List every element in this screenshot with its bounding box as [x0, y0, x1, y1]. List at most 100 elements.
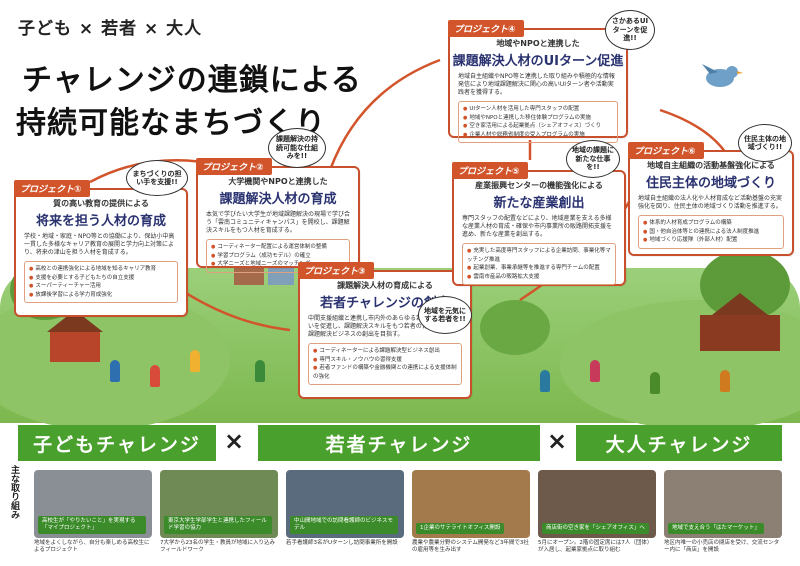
project-card-1[interactable]: プロジェクト① 質の高い教育の提供による 将来を担う人材の育成 学校・地域・家庭… — [14, 180, 188, 317]
project-heading: 課題解決人材のUIターン促進 — [452, 54, 624, 69]
list-item: コーディネーターによる課題解決型ビジネス創出 — [313, 347, 457, 356]
project-description: 学校・地域・家庭・NPO等との協働により、保幼小中高一貫した多様なキャリア教育の… — [24, 233, 175, 257]
project-heading: 若者チャレンジの創出 — [320, 296, 450, 311]
photo-card[interactable]: 高校生が「やりたいこと」を実現する「マイプロジェクト」 — [34, 470, 152, 538]
speech-bubble: まちづくりの担い手を支援!! — [126, 160, 188, 196]
list-item: 雲南市産品の販路拡大支援 — [467, 273, 611, 282]
page-title-line1: チャレンジの連鎖による — [22, 63, 362, 98]
list-item: 学習プログラム（成功モデル）の確立 — [211, 252, 345, 261]
project-card-6[interactable]: プロジェクト⑥ 地域自主組織の活動基盤強化による 住民主体の地域づくり 地域自主… — [628, 142, 794, 256]
photo-card[interactable]: 中山間地域での訪問看護師のビジネスモデル — [286, 470, 404, 538]
project-tag: プロジェクト④ — [448, 20, 524, 37]
photo-label: 東京大学生学部学生と連携したフィールド学習の協力 — [164, 515, 272, 534]
project-description: 本気で学びたい大学生が地域課題解決の現場で学び合う「雲南コミュニティキャンパス」… — [206, 211, 351, 235]
project-tag: プロジェクト⑥ — [628, 142, 704, 159]
person-figure — [110, 360, 120, 382]
house — [50, 330, 100, 362]
project-description: 地域自主組織の法人化や人材育成など活動基盤の充実強化を図り、住民主体の地域づくり… — [638, 195, 783, 211]
project-card-5[interactable]: プロジェクト⑤ 産業振興センターの機能強化による 新たな産業創出 専門スタッフの… — [452, 162, 626, 286]
project-tag: プロジェクト① — [14, 180, 90, 197]
banner-youth: 若者チャレンジ — [258, 425, 540, 461]
speech-bubble: 地域の課題に新たな仕事を!! — [566, 140, 620, 178]
project-tag: プロジェクト② — [196, 158, 272, 175]
photo-caption: 若手看護師3名がUターンし訪問事業所を開設 — [286, 540, 398, 546]
photo-caption: 7大学から23名の学生・教員が地域に入り込みフィールドワーク — [160, 540, 275, 554]
photo-caption: 地域をよくしながら、自分も楽しめる高校生によるプロジェクト — [34, 540, 150, 554]
project-card-4[interactable]: プロジェクト④ 地域やNPOと連携した 課題解決人材のUIターン促進 地域自主組… — [448, 20, 628, 144]
person-figure — [650, 372, 660, 394]
banner-children: 子どもチャレンジ — [18, 425, 216, 461]
photo-label: 中山間地域での訪問看護師のビジネスモデル — [290, 515, 398, 534]
project-heading: 課題解決人材の育成 — [219, 192, 337, 207]
person-figure — [255, 360, 265, 382]
list-item: 企業人材や総務省制度の受入プログラムの実施 — [463, 131, 613, 140]
project-subtitle: 質の高い教育の提供による — [53, 199, 149, 208]
person-figure — [190, 350, 200, 372]
bird-icon — [702, 64, 743, 87]
list-item: 地域づくり応援隊（外部人材）配置 — [643, 236, 779, 245]
list-item: 体系的人材育成プログラムの構築 — [643, 219, 779, 228]
list-item: UIターン人材を活用した専門スタッフの配置 — [463, 105, 613, 114]
kicker-text: 子ども × 若者 × 大人 — [18, 19, 203, 39]
list-item: 大学ニーズと地域ニーズのマッチング — [211, 260, 345, 269]
list-item: コーディネーター配置による運営体制の整備 — [211, 243, 345, 252]
house — [700, 315, 780, 351]
project-description: 中間支援組織と連携し市内外のあらゆる若者の関わり合いを促進し、課題解決スキルをも… — [308, 315, 459, 339]
project-subtitle: 産業振興センターの機能強化による — [475, 181, 603, 190]
speech-bubble: さかあるUIターンを促進!! — [605, 10, 655, 50]
person-figure — [720, 370, 730, 392]
project-subtitle: 大学機関やNPOと連携した — [228, 177, 328, 186]
project-subtitle: 地域自主組織の活動基盤強化による — [647, 161, 775, 170]
photo-card[interactable]: 東京大学生学部学生と連携したフィールド学習の協力 — [160, 470, 278, 538]
speech-bubble: 住民主体の地域づくり!! — [738, 124, 792, 162]
list-item: 起業創業、事業承継等を推進する専門チームの配置 — [467, 264, 611, 273]
cross-symbol: × — [547, 427, 568, 455]
list-item: 放課後学習による学力育成強化 — [29, 291, 173, 300]
side-label: 主な取り組み — [9, 465, 19, 519]
project-card-3[interactable]: プロジェクト③ 課題解決人材の育成による 若者チャレンジの創出 中間支援組織と連… — [298, 262, 472, 399]
person-figure — [150, 365, 160, 387]
project-subtitle: 地域やNPOと連携した — [496, 39, 580, 48]
photo-card[interactable]: 地域で支え合う「はたマーケット」 — [664, 470, 782, 538]
project-item-list: 充実した高度専門スタッフによる企業訪問、事業化等マッチング推進 起業創業、事業承… — [462, 243, 616, 286]
project-item-list: コーディネーターによる課題解決型ビジネス創出 専門スキル・ノウハウの習得支援 若… — [308, 343, 462, 386]
project-item-list: 高校との連携強化による地域を知るキャリア教育 支援を必要とする子どもたちの自立支… — [24, 261, 178, 304]
list-item: 国・他自治体等との連携による法人制度推進 — [643, 228, 779, 237]
project-tag: プロジェクト⑤ — [452, 162, 528, 179]
photo-label: 1企業のサテライトオフィス開設 — [416, 522, 505, 534]
project-heading: 将来を担う人材の育成 — [35, 214, 166, 229]
speech-bubble: 地域を元気にする若者を!! — [418, 296, 472, 334]
person-figure — [540, 370, 550, 392]
photo-caption: 5月にオープン。2階の固定席には7人（団体）が入居し、起業家拠点に取り組む — [538, 540, 653, 554]
cross-symbol: × — [224, 427, 245, 455]
list-item: 専門スキル・ノウハウの習得支援 — [313, 356, 457, 365]
project-tag: プロジェクト③ — [298, 262, 374, 279]
project-card-2[interactable]: プロジェクト② 大学機関やNPOと連携した 課題解決人材の育成 本気で学びたい大… — [196, 158, 360, 273]
speech-bubble: 課題解決の持続可能な仕組みを!! — [268, 128, 326, 168]
list-item: 充実した高度専門スタッフによる企業訪問、事業化等マッチング推進 — [467, 247, 611, 264]
list-item: スーパーティーチャー活用 — [29, 282, 173, 291]
list-item: 地域やNPOと連携した移住体験プログラムの実施 — [463, 114, 613, 123]
photo-label: 地域で支え合う「はたマーケット」 — [668, 522, 764, 534]
house-roof — [712, 293, 768, 315]
project-description: 専門スタッフの配置などにより、地域産業を支える多様な産業人材の育成・確保や市内事… — [462, 215, 613, 239]
project-item-list: コーディネーター配置による運営体制の整備 学習プログラム（成功モデル）の確立 大… — [206, 239, 350, 273]
photo-caption: 農業や農業分野のシステム開発など3年間で3社の雇用等を生み出す — [412, 540, 529, 554]
project-heading: 新たな産業創出 — [493, 196, 585, 211]
project-subtitle: 課題解決人材の育成による — [337, 281, 433, 290]
photo-card[interactable]: 1企業のサテライトオフィス開設 — [412, 470, 530, 538]
photo-caption: 地区内唯一の小売店の閉店を受け、交流センター内に「商店」を開設 — [664, 540, 780, 554]
list-item: 空き家活用による起業拠点（シェアオフィス）づくり — [463, 122, 613, 131]
list-item: 高校との連携強化による地域を知るキャリア教育 — [29, 265, 173, 274]
banner-adults: 大人チャレンジ — [576, 425, 782, 461]
project-item-list: UIターン人材を活用した専門スタッフの配置 地域やNPOと連携した移住体験プログ… — [458, 101, 618, 144]
list-item: 若者ファンドの構築や金融機関との連携による支援体制の強化 — [313, 364, 457, 381]
person-figure — [590, 360, 600, 382]
tree — [480, 300, 550, 355]
project-item-list: 体系的人材育成プログラムの構築 国・他自治体等との連携による法人制度推進 地域づ… — [638, 215, 784, 249]
project-heading: 住民主体の地域づくり — [645, 176, 776, 191]
list-item: 支援を必要とする子どもたちの自立支援 — [29, 274, 173, 283]
photo-label: 高校生が「やりたいこと」を実現する「マイプロジェクト」 — [38, 515, 146, 534]
photo-card[interactable]: 商店街の空き家を「シェアオフィス」へ — [538, 470, 656, 538]
photo-label: 商店街の空き家を「シェアオフィス」へ — [542, 522, 649, 534]
